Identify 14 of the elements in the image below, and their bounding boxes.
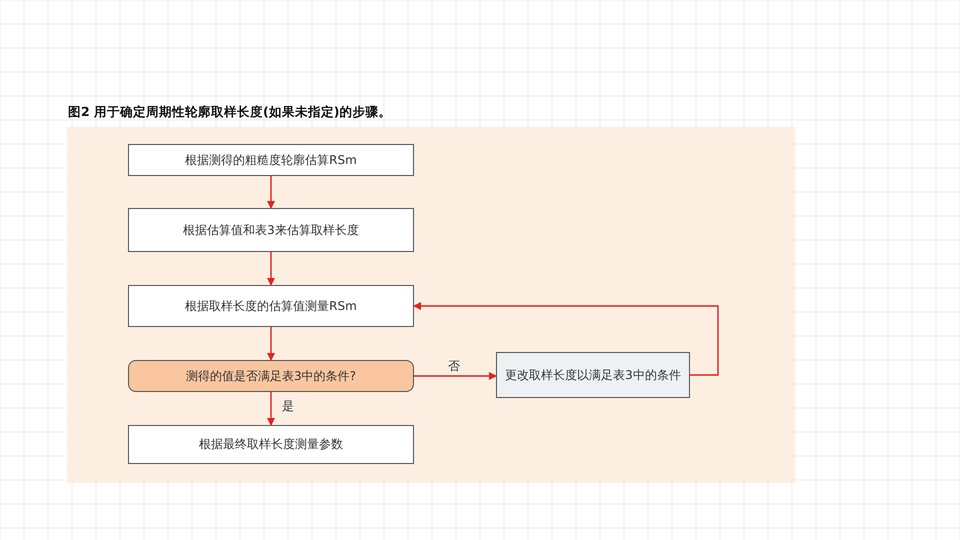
decision-box: 测得的值是否满足表3中的条件? [128,360,414,392]
process-box: 更改取样长度以满足表3中的条件 [496,352,690,398]
arrow [414,372,497,380]
figure-title: 图2 用于确定周期性轮廓取样长度(如果未指定)的步骤。 [68,104,392,121]
arrow [267,327,275,361]
process-box: 根据取样长度的估算值测量RSm [128,285,414,327]
edge-label: 是 [280,398,296,415]
process-box: 根据估算值和表3来估算取样长度 [128,208,414,252]
process-box: 根据最终取样长度测量参数 [128,425,414,464]
arrow [267,392,275,426]
arrow [413,302,719,376]
arrow [267,176,275,209]
arrow [267,252,275,286]
process-box: 根据测得的粗糙度轮廓估算RSm [128,144,414,176]
